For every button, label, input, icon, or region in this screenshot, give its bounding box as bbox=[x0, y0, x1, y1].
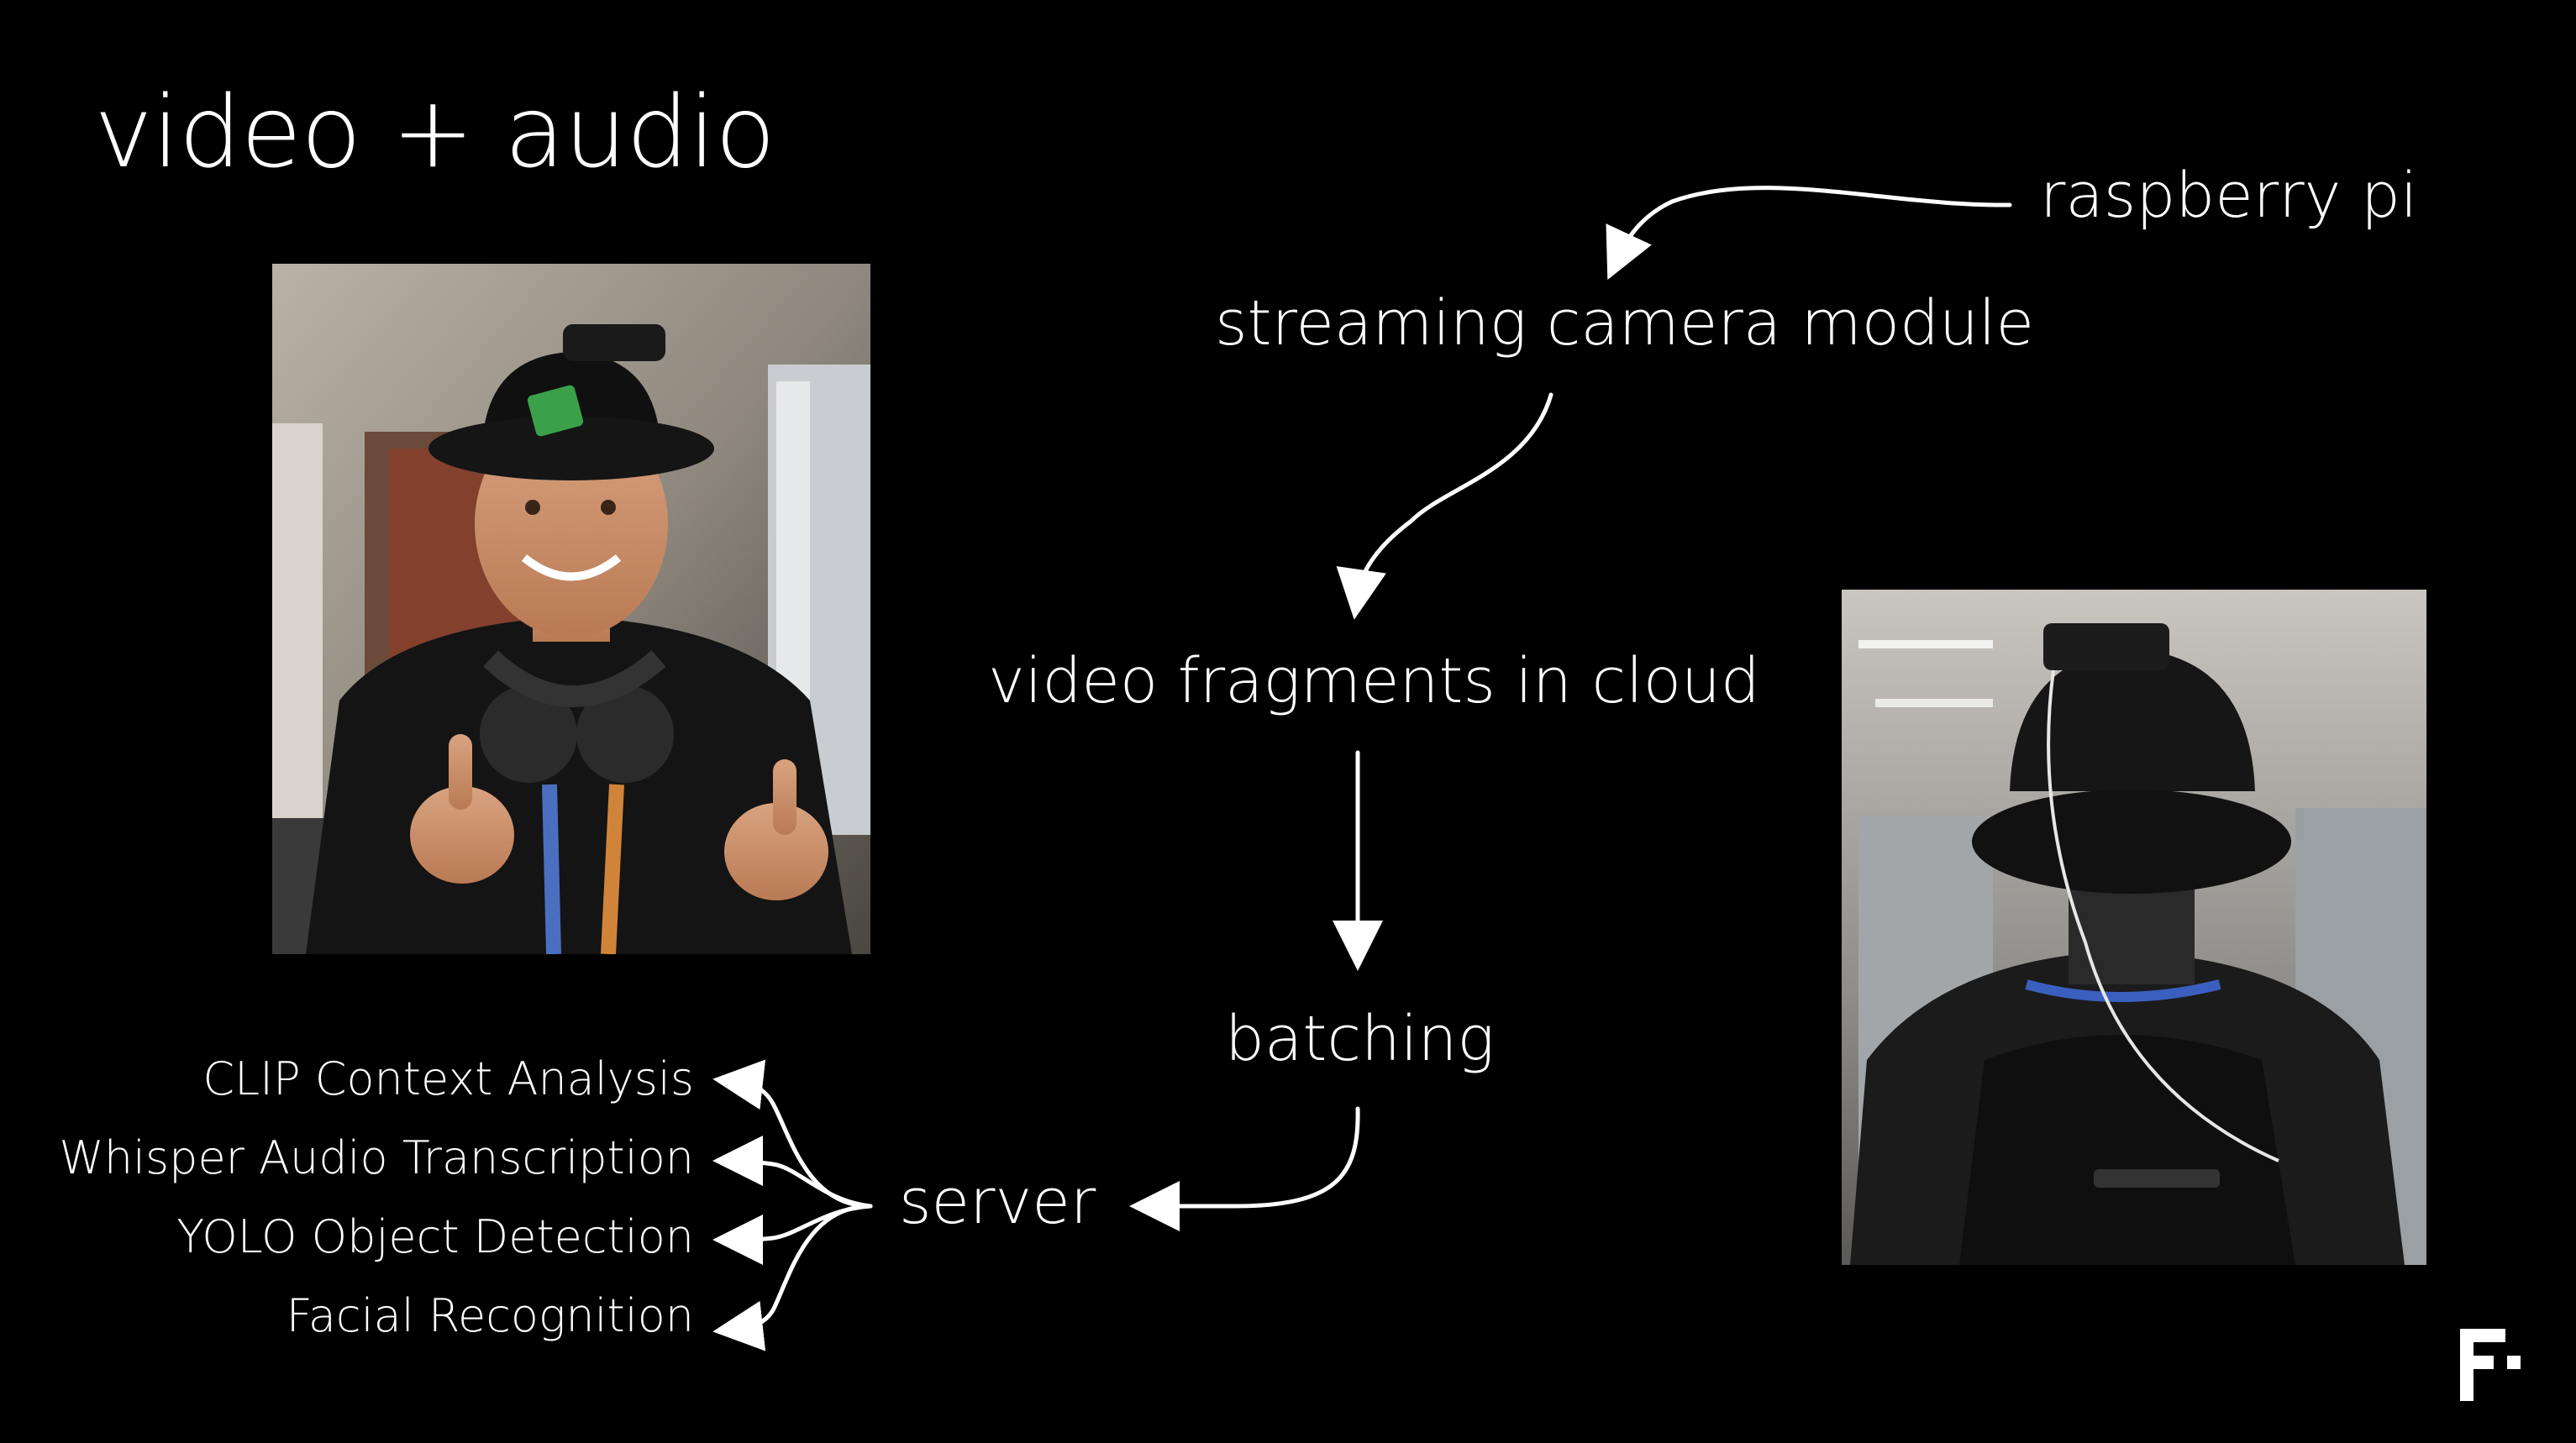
model-whisper: Whisper Audio Transcription bbox=[59, 1131, 694, 1184]
model-facial-recognition: Facial Recognition bbox=[286, 1289, 694, 1342]
streaming-camera-module-node: streaming camera module bbox=[1215, 287, 2034, 359]
batching-node: batching bbox=[1225, 1003, 1495, 1075]
photo-back bbox=[1842, 590, 2426, 1265]
arrow-camera-to-fragments bbox=[1336, 392, 1553, 620]
arrow-server-to-facial bbox=[712, 1204, 873, 1351]
person-back-photo-illustration bbox=[1842, 590, 2426, 1265]
photo-front bbox=[272, 264, 870, 954]
slide-title: video + audio bbox=[94, 74, 775, 190]
arrow-batching-to-server bbox=[1129, 1106, 1360, 1231]
arrow-server-to-yolo bbox=[712, 1204, 873, 1265]
model-yolo: YOLO Object Detection bbox=[176, 1210, 694, 1263]
arrow-server-to-clip bbox=[712, 1059, 873, 1209]
model-clip: CLIP Context Analysis bbox=[202, 1052, 694, 1105]
arrow-server-to-whisper bbox=[712, 1136, 873, 1209]
server-node: server bbox=[899, 1166, 1096, 1238]
video-fragments-node: video fragments in cloud bbox=[988, 645, 1760, 717]
arrow-pi-to-camera bbox=[1606, 186, 2012, 281]
person-front-photo-illustration bbox=[272, 264, 870, 954]
raspberry-pi-label: raspberry pi bbox=[2040, 160, 2418, 232]
f-logo-icon bbox=[2460, 1329, 2521, 1401]
